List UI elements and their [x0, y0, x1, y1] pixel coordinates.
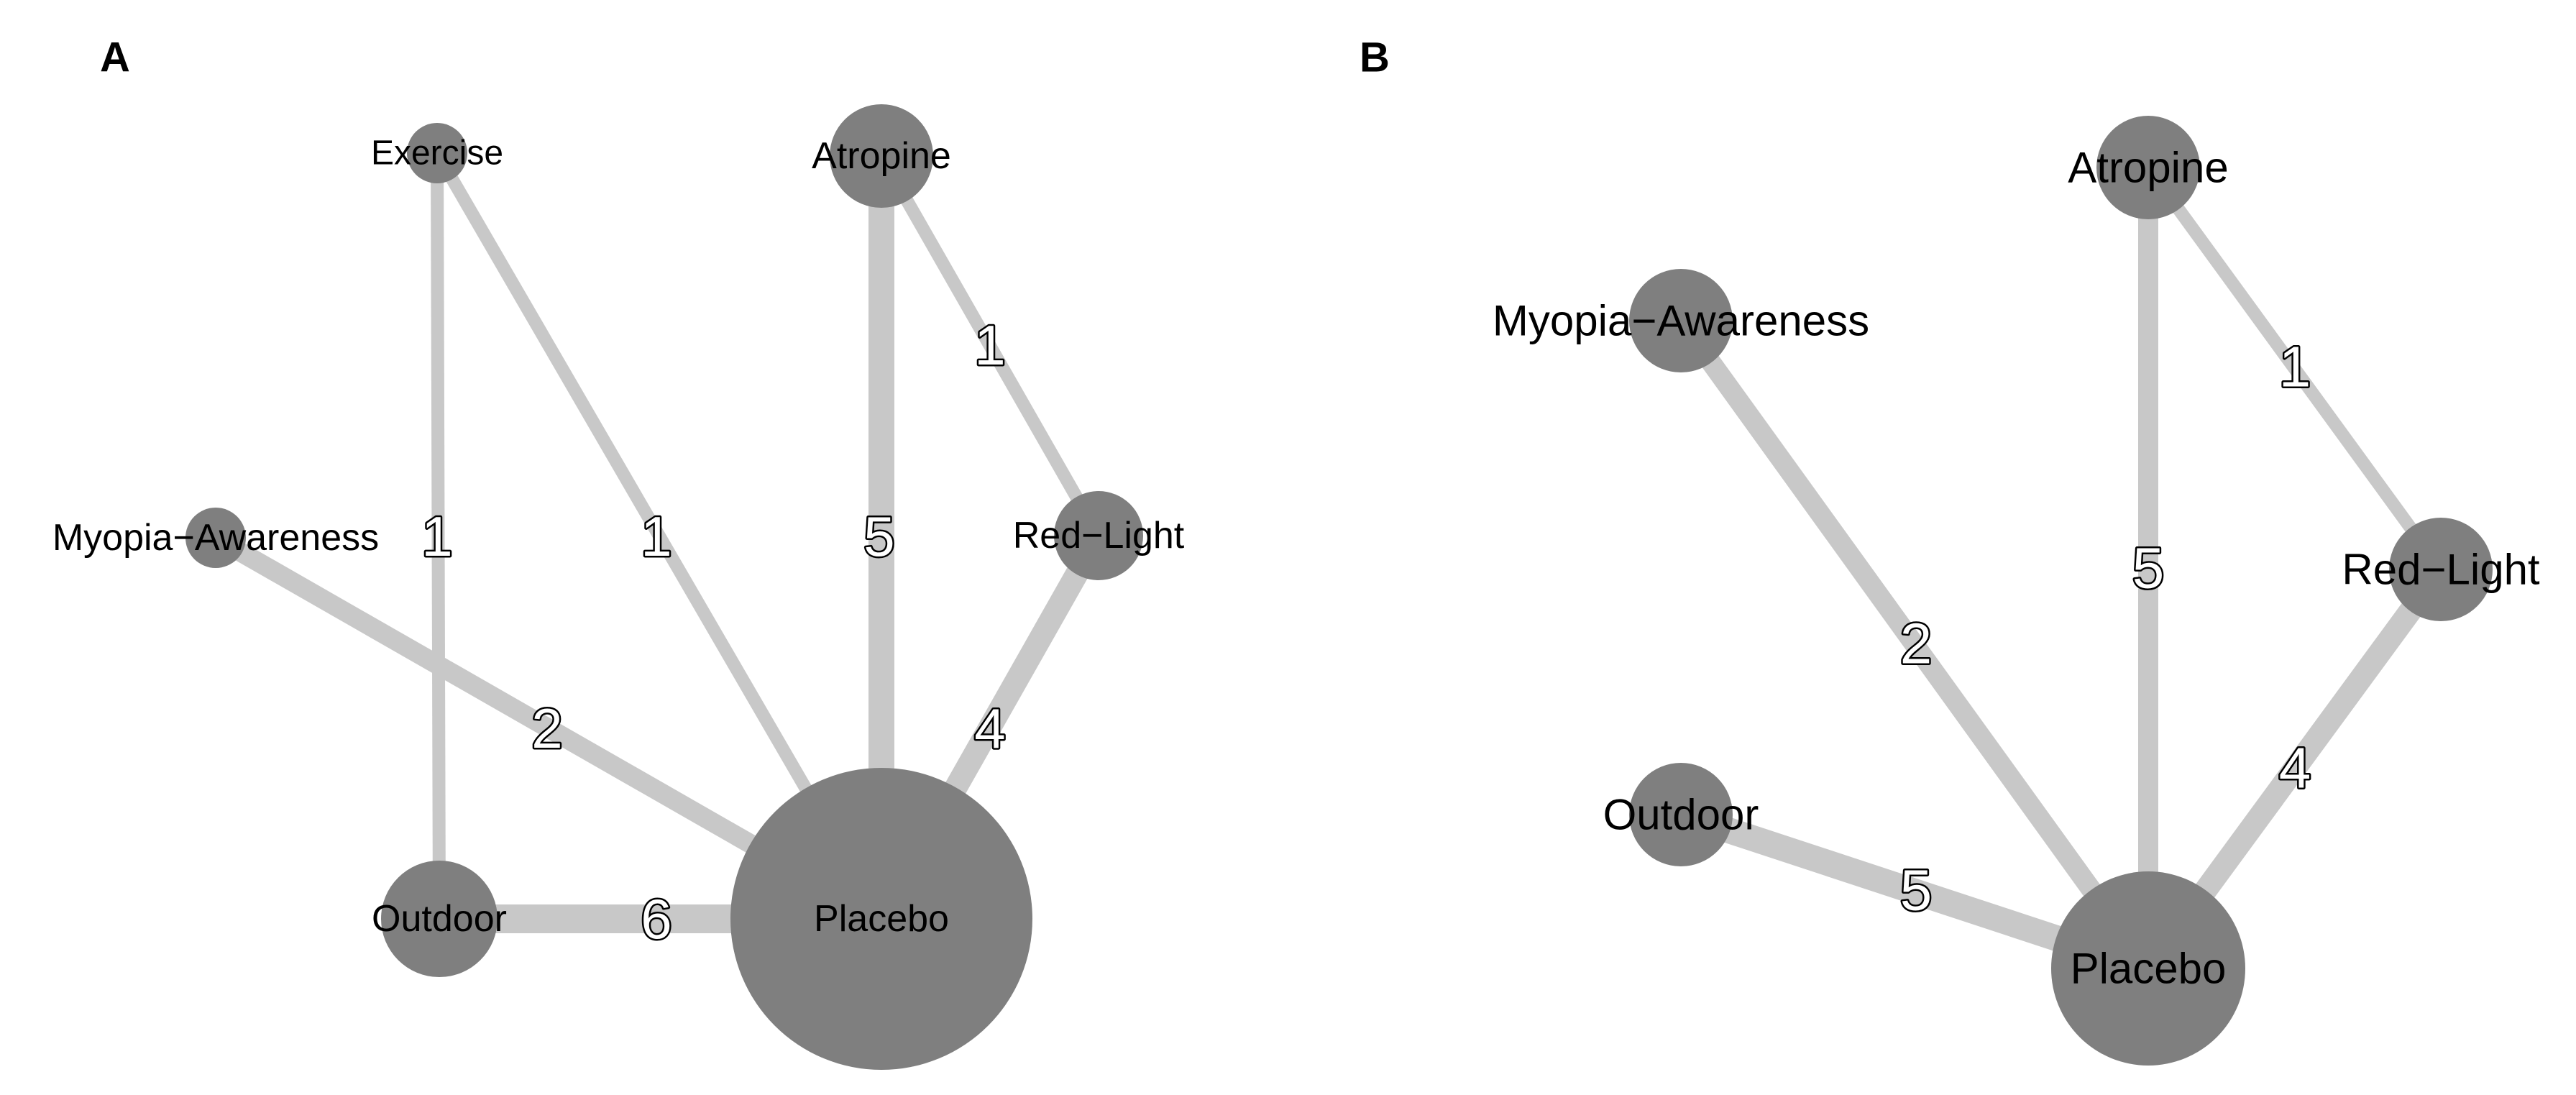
edge-label: 6 — [641, 887, 671, 950]
edge-label: 5 — [863, 505, 894, 568]
node-myopia-awareness — [185, 508, 246, 568]
edge-myopia-awareness-placebo — [1672, 314, 2157, 975]
node-label-atropine: Atropine — [2068, 144, 2228, 192]
node-exercise — [407, 123, 467, 183]
node-outdoor — [1629, 763, 1733, 866]
node-atropine — [830, 104, 933, 208]
node-labels: AtropineMyopia−AwarenessRed−LightOutdoor… — [1493, 144, 2540, 993]
panel-b: B AtropineMyopia−AwarenessRed−LightOutdoo… — [1360, 35, 2540, 1066]
edge-label: 5 — [2132, 536, 2165, 600]
node-label-myopia-awareness: Myopia−Awareness — [52, 517, 379, 559]
node-label-outdoor: Outdoor — [1603, 791, 1759, 839]
node-label-myopia-awareness: Myopia−Awareness — [1493, 297, 1869, 345]
edge-exercise-outdoor — [431, 152, 446, 920]
edge-label: 5 — [1900, 858, 1933, 922]
edge-labels: 1 1 5 1 2 4 6 — [420, 312, 1007, 953]
edge-label: 1 — [974, 313, 1005, 377]
node-label-outdoor: Outdoor — [372, 898, 507, 940]
node-myopia-awareness — [1629, 269, 1733, 372]
edge-labels: 5 1 2 4 5 — [1898, 333, 2313, 924]
edge-label: 1 — [641, 505, 671, 568]
node-label-red-light: Red−Light — [2342, 546, 2540, 594]
node-label-atropine: Atropine — [812, 135, 951, 177]
edge-label: 4 — [2279, 736, 2311, 800]
node-label-placebo: Placebo — [814, 898, 949, 940]
edge-label: 1 — [2279, 335, 2311, 399]
edge-atropine-red-light — [2142, 163, 2447, 574]
nodes — [185, 104, 1143, 1070]
node-label-placebo: Placebo — [2071, 945, 2227, 993]
edge-label: 4 — [974, 697, 1005, 760]
node-red-light — [2389, 518, 2493, 621]
edge-label: 2 — [531, 697, 562, 760]
node-placebo — [2051, 871, 2245, 1066]
edge-atropine-red-light — [876, 152, 1104, 539]
node-atropine — [2096, 116, 2200, 219]
panel-label: A — [100, 35, 130, 81]
node-label-red-light: Red−Light — [1013, 515, 1185, 556]
node-label-exercise: Exercise — [371, 134, 503, 173]
node-outdoor — [381, 861, 498, 977]
edge-label: 2 — [1900, 612, 1933, 676]
node-red-light — [1054, 491, 1143, 580]
node-placebo — [730, 768, 1032, 1070]
panel-label: B — [1360, 35, 1390, 81]
edge-label: 1 — [421, 505, 452, 568]
nodes — [1629, 116, 2493, 1066]
